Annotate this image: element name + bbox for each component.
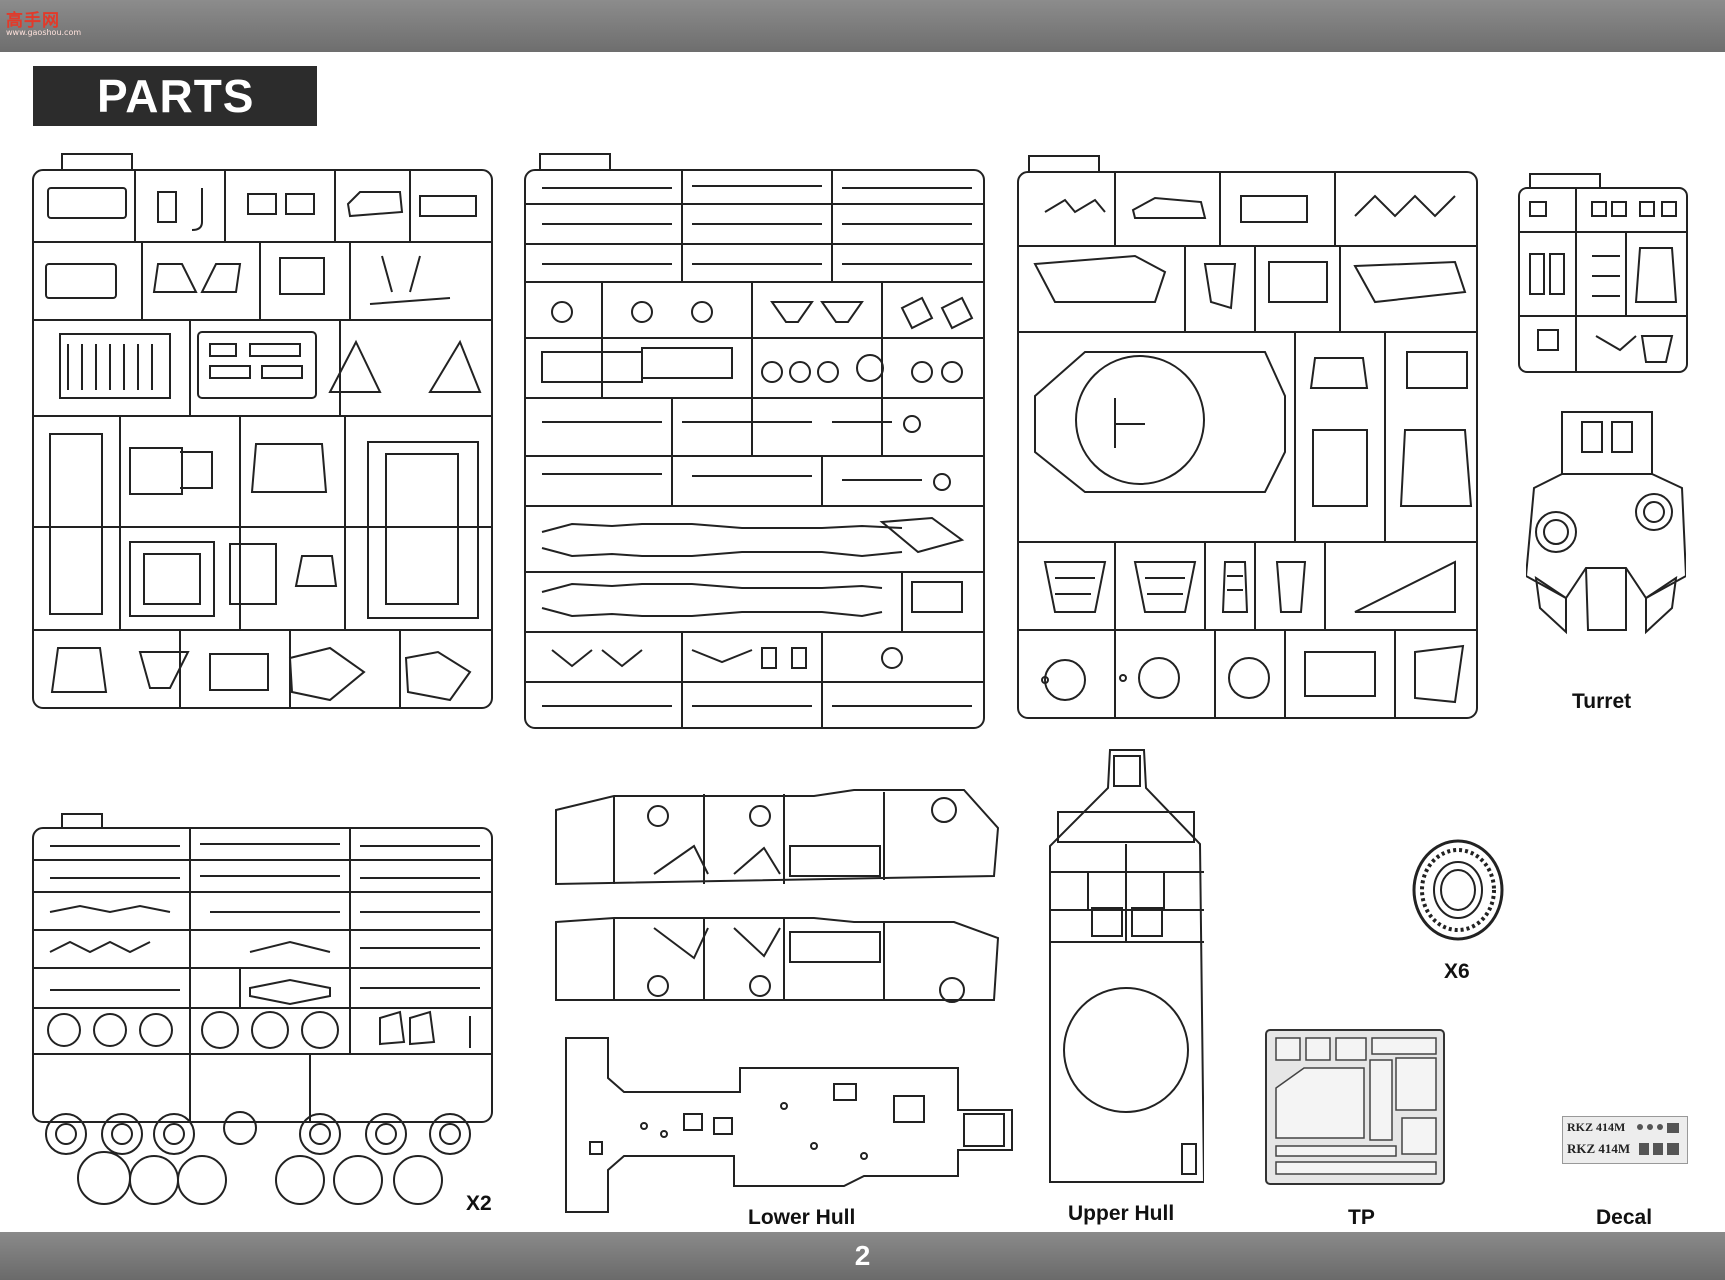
- watermark-subtext: www.gaoshou.com: [6, 28, 82, 37]
- sprue-c-illustration: [522, 152, 987, 738]
- decal-label: Decal: [1596, 1206, 1653, 1229]
- x6-quantity-label: X6: [1444, 960, 1470, 983]
- lower-hull-label: Lower Hull: [748, 1206, 856, 1229]
- upper-hull-label: Upper Hull: [1068, 1202, 1175, 1225]
- lower-hull-illustration: [564, 1036, 1014, 1214]
- decal-text-line-1: RKZ 414M: [1567, 1120, 1626, 1134]
- decal-symbols-icon: [1637, 1123, 1679, 1155]
- bottom-bar: [0, 1232, 1725, 1280]
- top-bar: [0, 0, 1725, 52]
- page-title: PARTS: [33, 66, 317, 126]
- upper-hull-illustration: [1048, 748, 1204, 1184]
- turret-label: Turret: [1572, 690, 1632, 713]
- tp-label: TP: [1348, 1206, 1375, 1229]
- sprue-small-illustration: [1516, 172, 1691, 376]
- watermark-text: 高手网: [6, 11, 60, 31]
- hull-side-panels-illustration: [554, 788, 1004, 1010]
- decal-sheet: RKZ 414M RKZ 414M: [1562, 1116, 1688, 1164]
- turret-illustration: [1526, 408, 1686, 638]
- photo-etch-fret-illustration: [1264, 1028, 1446, 1186]
- x2-quantity-label: X2: [466, 1192, 492, 1215]
- sprue-b-illustration: [1015, 152, 1480, 730]
- decal-text-line-2: RKZ 414M: [1567, 1141, 1631, 1156]
- tire-illustration: [1410, 838, 1506, 942]
- sprue-a-illustration: [30, 152, 495, 718]
- site-watermark-logo: 高手网 www.gaoshou.com: [6, 6, 81, 40]
- page-number: 2: [854, 1240, 871, 1271]
- sprue-wheels-illustration: [30, 812, 495, 1212]
